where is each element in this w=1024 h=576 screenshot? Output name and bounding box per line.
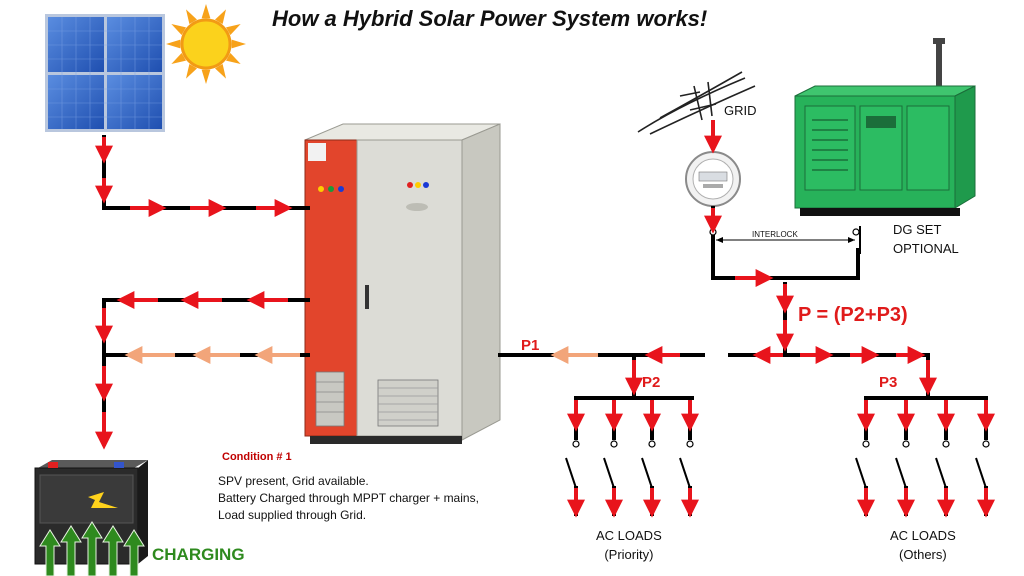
ac-loads-priority-line1: AC LOADS <box>596 528 662 543</box>
switch-contact <box>902 440 910 448</box>
p3-label: P3 <box>879 374 898 391</box>
sun-ray <box>215 63 226 79</box>
switch-blade <box>565 457 577 489</box>
grid-antenna-icon <box>637 71 756 135</box>
switch-contact <box>686 440 694 448</box>
switch-contact <box>648 440 656 448</box>
condition-line: Battery Charged through MPPT charger + m… <box>218 491 479 505</box>
dg-set-label: DG SET OPTIONAL <box>893 220 959 258</box>
power-equation: P = (P2+P3) <box>798 304 908 326</box>
switch-contact <box>862 440 870 448</box>
charging-arrows <box>39 521 145 576</box>
inverter-cabinet-icon <box>304 123 501 444</box>
switch-blade <box>895 457 907 489</box>
switch-contact <box>982 440 990 448</box>
ac-loads-others-line1: AC LOADS <box>890 528 956 543</box>
condition-line: SPV present, Grid available. <box>218 474 369 488</box>
sun-ray <box>201 4 211 19</box>
condition-description: SPV present, Grid available. Battery Cha… <box>218 473 479 524</box>
p1-label: P1 <box>521 337 540 354</box>
switch-blade <box>679 457 691 489</box>
sun-ray <box>201 69 211 84</box>
diagram-title: How a Hybrid Solar Power System works! <box>272 6 708 31</box>
interlock-label: INTERLOCK <box>752 230 798 239</box>
energy-meter-icon <box>685 151 741 207</box>
switch-contact <box>942 440 950 448</box>
switch-contact <box>572 440 580 448</box>
dg-set-icon <box>794 38 976 216</box>
solar-panel-icon <box>45 14 165 132</box>
battery-icon <box>34 460 148 565</box>
sun-ray <box>171 53 187 64</box>
switch-blade <box>641 457 653 489</box>
ac-loads-priority-label: AC LOADS (Priority) <box>596 526 662 564</box>
sun-ray <box>231 39 246 49</box>
switch-blade <box>935 457 947 489</box>
condition-heading: Condition # 1 <box>222 451 292 463</box>
sun-ray <box>166 39 181 49</box>
sun-ray <box>171 24 187 35</box>
power-flow-arrows <box>95 120 995 518</box>
load-switches <box>565 398 990 516</box>
sun-ray <box>215 9 226 25</box>
sun-icon <box>166 4 246 84</box>
ac-loads-others-line2: (Others) <box>899 547 947 562</box>
sun-ray <box>225 53 241 64</box>
switch-blade <box>855 457 867 489</box>
grid-label: GRID <box>724 103 757 118</box>
dg-set-line1: DG SET <box>893 222 942 237</box>
sun-ray <box>225 24 241 35</box>
sun-ray <box>186 63 197 79</box>
dg-set-line2: OPTIONAL <box>893 241 959 256</box>
switch-contact <box>610 440 618 448</box>
condition-line: Load supplied through Grid. <box>218 508 367 522</box>
sun-ray <box>186 9 197 25</box>
p2-label: P2 <box>642 374 661 391</box>
ac-loads-others-label: AC LOADS (Others) <box>890 526 956 564</box>
ac-loads-priority-line2: (Priority) <box>604 547 654 562</box>
switch-blade <box>603 457 615 489</box>
charging-label: CHARGING <box>152 545 245 564</box>
switch-blade <box>975 457 987 489</box>
